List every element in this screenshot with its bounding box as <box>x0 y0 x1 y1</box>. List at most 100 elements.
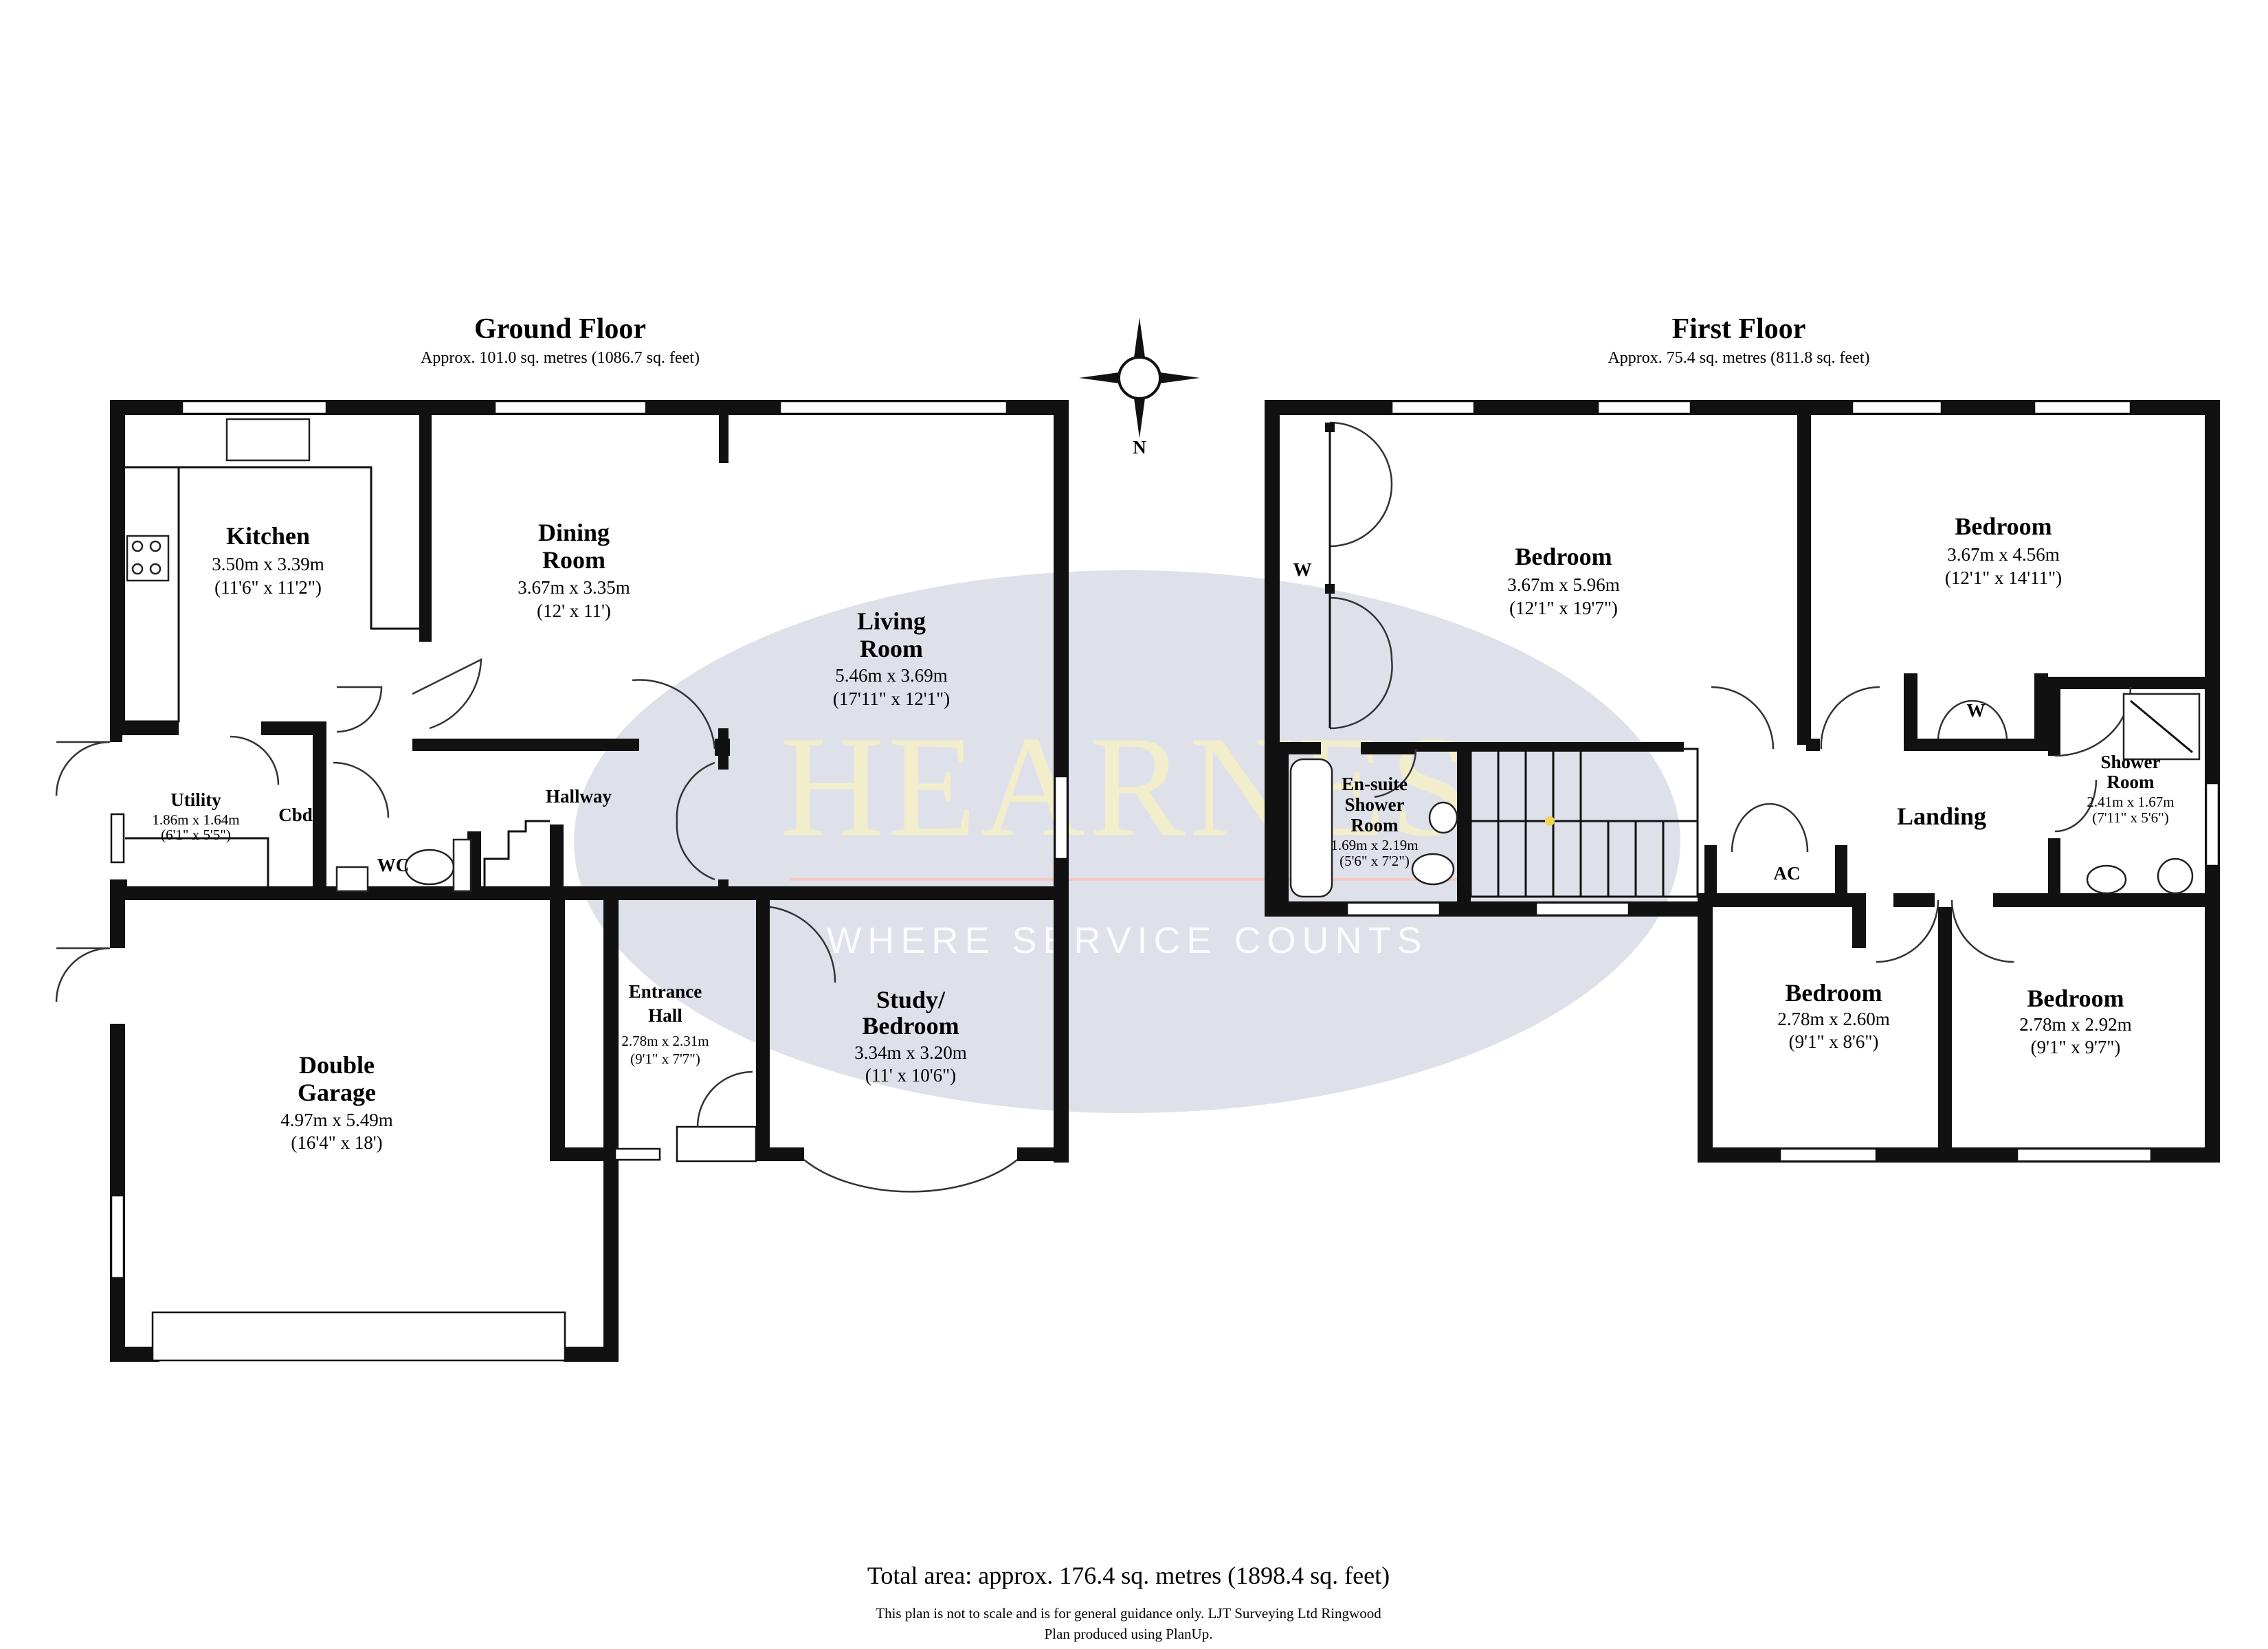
wardrobe-label-ne: W <box>1967 700 1986 721</box>
dining-metric: 3.67m x 3.35m <box>518 577 630 598</box>
bedroom-ne-window-1 <box>1851 400 1943 415</box>
living-imperial: (17'11" x 12'1") <box>833 688 950 709</box>
shower-room-label: Shower Room 2.41m x 1.67m (7'11" x 5'6") <box>2087 752 2174 826</box>
compass-icon <box>1079 317 1200 438</box>
airing-cupboard-label: AC <box>1774 863 1801 884</box>
garage-name-1: Double <box>299 1051 375 1079</box>
shower-name-2: Room <box>2107 772 2155 792</box>
bedroom-se-label: Bedroom 2.78m x 2.92m (9'1" x 9'7") <box>2019 985 2132 1057</box>
garage-imperial: (16'4" x 18') <box>291 1132 382 1153</box>
dining-name-1: Dining <box>538 519 610 546</box>
ensuite-metric: 1.69m x 2.19m <box>1331 837 1418 853</box>
entrance-name-1: Entrance <box>629 981 702 1002</box>
watermark-tagline: WHERE SERVICE COUNTS <box>826 920 1427 961</box>
ensuite-name-2: Shower <box>1345 794 1405 815</box>
sink-icon <box>225 418 311 462</box>
garage-metric: 4.97m x 5.49m <box>280 1110 393 1130</box>
compass-north-label: N <box>1133 437 1146 458</box>
ground-floor-door-swings <box>55 658 1018 1193</box>
ensuite-window <box>1346 901 1441 917</box>
staircase <box>1469 748 1699 898</box>
first-floor-windows <box>1346 400 2220 1163</box>
ensuite-toilet-icon <box>1411 853 1455 886</box>
bedroom-ne-label: Bedroom 3.67m x 4.56m (12'1" x 14'11") <box>1945 513 2062 588</box>
entrance-window <box>614 1147 661 1161</box>
shower-imperial: (7'11" x 5'6") <box>2092 809 2168 826</box>
ground-floor-windows <box>110 400 1069 1362</box>
utility-label: Utility 1.86m x 1.64m (6'1" x 5'5") <box>152 789 239 843</box>
garage-door <box>151 1311 566 1362</box>
bedroom-ne-window-2 <box>2033 400 2132 415</box>
wc-label: WC <box>377 855 410 875</box>
disclaimer: This plan is not to scale and is for gen… <box>876 1605 1381 1622</box>
bedroom-ne-imperial: (12'1" x 14'11") <box>1945 568 2062 588</box>
study-imperial: (11' x 10'6") <box>865 1065 956 1086</box>
hallway-label: Hallway <box>546 786 612 807</box>
ensuite-imperial: (5'6" x 7'2") <box>1339 853 1410 869</box>
toilet-icon <box>404 849 455 886</box>
first-floor-title: First Floor <box>1672 313 1806 345</box>
shower-room-toilet-icon <box>2157 857 2194 895</box>
utility-window <box>110 813 125 864</box>
entrance-metric: 2.78m x 2.31m <box>621 1033 709 1049</box>
cbd-label: Cbd <box>278 805 313 825</box>
garage-name-2: Garage <box>298 1079 376 1106</box>
bedroom-main-name: Bedroom <box>1515 543 1612 570</box>
dining-imperial: (12' x 11') <box>537 601 611 621</box>
bedroom-main-imperial: (12'1" x 19'7") <box>1509 598 1618 618</box>
kitchen-label: Kitchen 3.50m x 3.39m (11'6" x 11'2") <box>212 522 324 598</box>
living-name-1: Living <box>857 607 926 635</box>
dining-name-2: Room <box>542 546 605 574</box>
dining-window <box>493 400 647 415</box>
bedroom-se-metric: 2.78m x 2.92m <box>2019 1014 2132 1035</box>
watermark-brand: HEARNES <box>780 707 1474 866</box>
bedroom-main-window-2 <box>1597 400 1692 415</box>
bath-icon <box>1289 758 1333 898</box>
ground-floor-title: Ground Floor <box>474 313 646 345</box>
watermark: HEARNES WHERE SERVICE COUNTS <box>574 570 1680 1113</box>
bedroom-ne-metric: 3.67m x 4.56m <box>1947 544 2060 565</box>
shower-name-1: Shower <box>2101 752 2161 772</box>
watermark-ellipse <box>574 570 1680 1113</box>
bedroom-sw-imperial: (9'1" x 8'6") <box>1789 1031 1879 1052</box>
first-floor-door-swings <box>1329 421 2132 963</box>
garage-side-window <box>110 1194 125 1279</box>
kitchen-window <box>181 400 328 415</box>
utility-name: Utility <box>170 789 221 810</box>
ground-floor-area: Approx. 101.0 sq. metres (1086.7 sq. fee… <box>421 349 700 367</box>
bedroom-se-imperial: (9'1" x 9'7") <box>2031 1037 2121 1057</box>
bedroom-main-window-1 <box>1390 400 1476 415</box>
bedroom-se-name: Bedroom <box>2027 985 2124 1012</box>
bedroom-main-metric: 3.67m x 5.96m <box>1507 574 1620 595</box>
ensuite-basin-icon <box>1428 801 1458 834</box>
watermark-rule <box>790 878 1464 881</box>
entrance-name-2: Hall <box>648 1005 682 1026</box>
ensuite-name-3: Room <box>1351 815 1399 835</box>
bedroom-se-window <box>2016 1147 2153 1163</box>
first-floor-area: Approx. 75.4 sq. metres (811.8 sq. feet) <box>1608 349 1869 367</box>
basin-icon <box>335 866 369 893</box>
bedroom-ne-name: Bedroom <box>1955 513 2052 540</box>
utility-metric: 1.86m x 1.64m <box>152 811 239 828</box>
first-floor-fixtures <box>1289 423 2201 898</box>
landing-window <box>1535 901 1630 917</box>
landing-label: Landing <box>1897 803 1986 830</box>
ensuite-name-1: En-suite <box>1342 774 1408 794</box>
entrance-hall-label: Entrance Hall 2.78m x 2.31m (9'1" x 7'7"… <box>621 981 709 1067</box>
study-metric: 3.34m x 3.20m <box>854 1042 967 1063</box>
shower-room-window <box>2205 782 2220 867</box>
living-room-label: Living Room 5.46m x 3.69m (17'11" x 12'1… <box>833 607 950 709</box>
study-name-1: Study/ <box>876 986 946 1013</box>
dining-room-label: Dining Room 3.67m x 3.35m (12' x 11') <box>518 519 630 621</box>
bedroom-sw-name: Bedroom <box>1785 979 1882 1007</box>
living-name-2: Room <box>860 635 923 662</box>
study-name-2: Bedroom <box>862 1012 959 1040</box>
ground-floor-fixtures <box>125 418 550 893</box>
bedroom-main-label: Bedroom 3.67m x 5.96m (12'1" x 19'7") <box>1507 543 1620 618</box>
kitchen-metric: 3.50m x 3.39m <box>212 554 324 574</box>
living-metric: 5.46m x 3.69m <box>835 665 948 686</box>
double-garage-label: Double Garage 4.97m x 5.49m (16'4" x 18'… <box>280 1051 393 1153</box>
plan-credit: Plan produced using PlanUp. <box>1045 1626 1213 1642</box>
